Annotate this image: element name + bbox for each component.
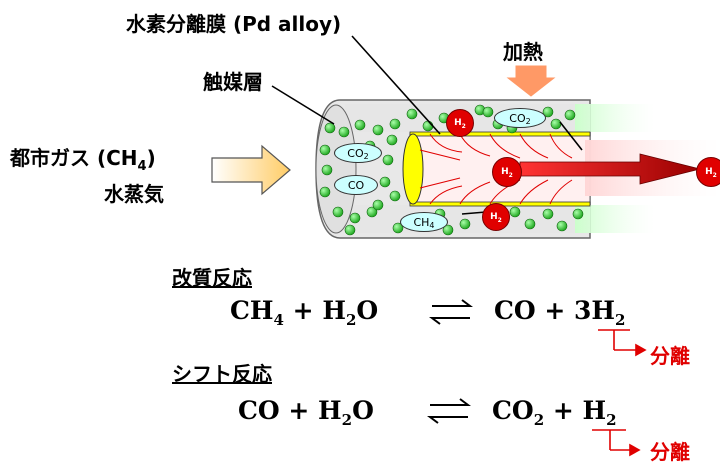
shift-title: シフト反応	[172, 362, 272, 386]
city-gas-label: 都市ガス (CH4)	[10, 146, 156, 174]
membrane-label: 水素分離膜 (Pd alloy)	[126, 12, 342, 36]
hydrogen-outlet-arrow	[519, 153, 701, 185]
catalyst-layer-bottom	[345, 205, 590, 233]
outlet-zone-top	[575, 104, 655, 132]
catalyst-leader	[271, 85, 335, 125]
co-molecule: CO	[334, 175, 378, 195]
shift-separation-label: 分離	[650, 440, 690, 464]
reforming-title: 改質反応	[172, 266, 252, 290]
heating-label: 加熱	[503, 40, 543, 64]
membrane-end-cap	[402, 133, 424, 205]
permeation-arrows	[419, 133, 573, 205]
reforming-equilibrium-arrows	[429, 299, 473, 325]
reforming-left-side: CH4 + H2O	[230, 296, 379, 329]
inlet-arrow	[211, 144, 291, 196]
membrane-leader	[351, 35, 441, 135]
reforming-separation-label: 分離	[650, 344, 690, 368]
shift-separation-bracket	[592, 429, 641, 457]
shift-equilibrium-arrows	[427, 398, 471, 424]
reforming-separation-bracket	[598, 329, 647, 357]
catalyst-label: 触媒層	[203, 70, 263, 94]
membrane-band-top	[409, 131, 591, 137]
inlet-cavity	[315, 104, 357, 234]
reforming-right-side: CO + 3H2	[494, 296, 626, 329]
outlet-zone-bottom	[575, 205, 655, 233]
shift-right-side: CO2 + H2	[492, 396, 617, 429]
steam-label: 水蒸気	[104, 182, 164, 206]
heating-arrow	[506, 65, 556, 97]
shift-left-side: CO + H2O	[238, 396, 374, 429]
